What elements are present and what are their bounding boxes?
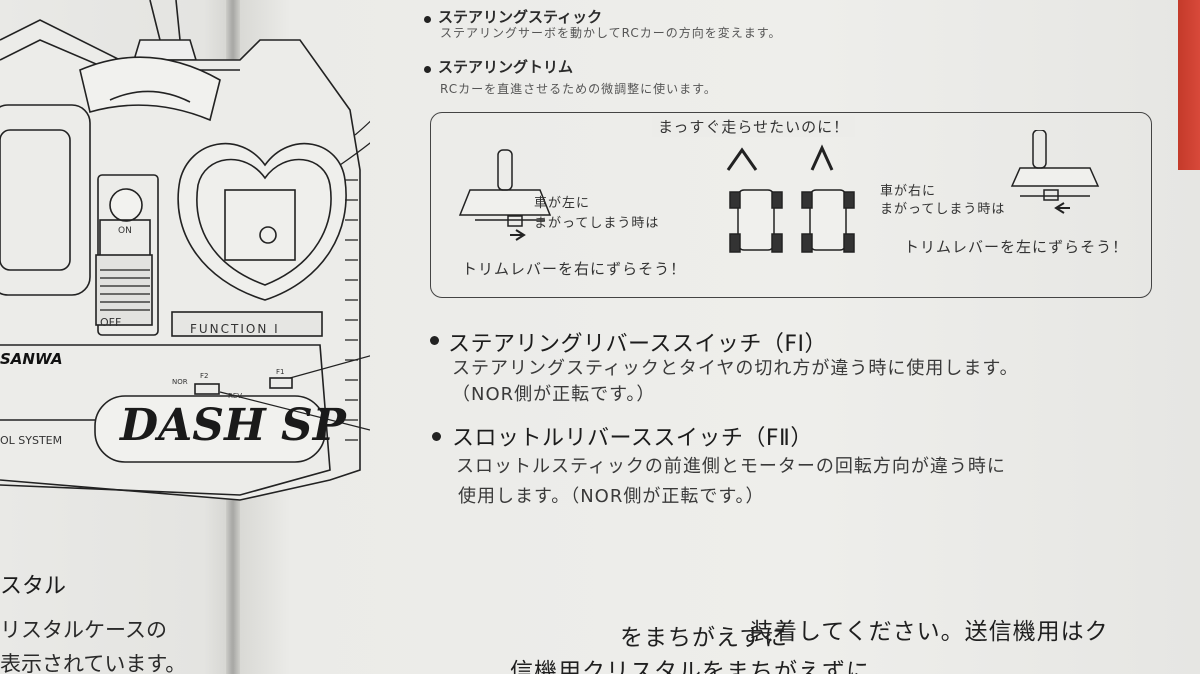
crystal-heading: スタル [0, 574, 67, 599]
nor-label: NOR [172, 378, 188, 386]
throttle-reverse-desc1: スロットルスティックの前進側とモーターの回転方向が違う時に [456, 456, 1006, 477]
f2-label: F2 [200, 372, 209, 380]
steering-reverse-desc1: ステアリングスティックとタイヤの切れ方が違う時に使用します。 [452, 358, 1019, 379]
steering-trim-title: ステアリングトリム [438, 58, 574, 76]
rev-label: REV [228, 392, 243, 400]
switch-on-label: ON [118, 226, 132, 236]
transmitter-illustration [0, 0, 370, 501]
crystal-line2: 表示されています。 [0, 652, 187, 674]
crystal-bottom-line: 装着してください。送信機用はク [750, 619, 1109, 645]
crystal-bottom-line-start: をまちがえずに [620, 625, 788, 651]
throttle-reverse-title: スロットルリバーススイッチ（FⅡ） [452, 426, 813, 451]
bullet-throttle-reverse [432, 432, 441, 441]
steering-trim-desc: RCカーを直進させるための微調整に使います。 [440, 82, 717, 96]
steering-stick-title: ステアリングスティック [438, 8, 603, 26]
right-case-line1: 車が右に [880, 184, 937, 199]
trim-illustrations [458, 130, 1100, 253]
model-logo: DASH SP [120, 400, 346, 451]
right-case-caption: トリムレバーを左にずらそう！ [904, 238, 1129, 256]
left-case-caption: トリムレバーを右にずらそう！ [462, 260, 687, 278]
steering-reverse-title: ステアリングリバーススイッチ（FⅠ） [448, 332, 828, 357]
steering-stick-desc: ステアリングサーボを動かしてRCカーの方向を変えます。 [440, 26, 782, 40]
bullet-steering-reverse [430, 336, 439, 345]
f1-label: F1 [276, 368, 285, 376]
crystal-partial-bottom: 信機用クリスタルをまちがえずに [510, 659, 870, 674]
system-label: OL SYSTEM [0, 434, 63, 447]
brand-label: SANWA [0, 350, 63, 368]
left-case-line1: 車が左に [534, 196, 591, 211]
function-label: FUNCTION Ⅰ [190, 322, 280, 336]
red-cover-edge [1178, 0, 1200, 170]
bullet-steering-trim [424, 66, 431, 73]
switch-off-label: OFF [100, 316, 122, 329]
trim-explanation-box [430, 112, 1152, 298]
throttle-reverse-desc2: 使用します。（NOR側が正転です。） [458, 486, 765, 507]
left-case-line2: まがってしまう時は [534, 216, 660, 231]
trim-box-title: まっすぐ走らせたいのに！ [652, 116, 856, 137]
steering-reverse-desc2: （NOR側が正転です。） [452, 384, 656, 405]
crystal-line1: リスタルケースの [0, 618, 167, 642]
bullet-steering-stick [424, 16, 431, 23]
right-case-line2: まがってしまう時は [880, 202, 1006, 217]
